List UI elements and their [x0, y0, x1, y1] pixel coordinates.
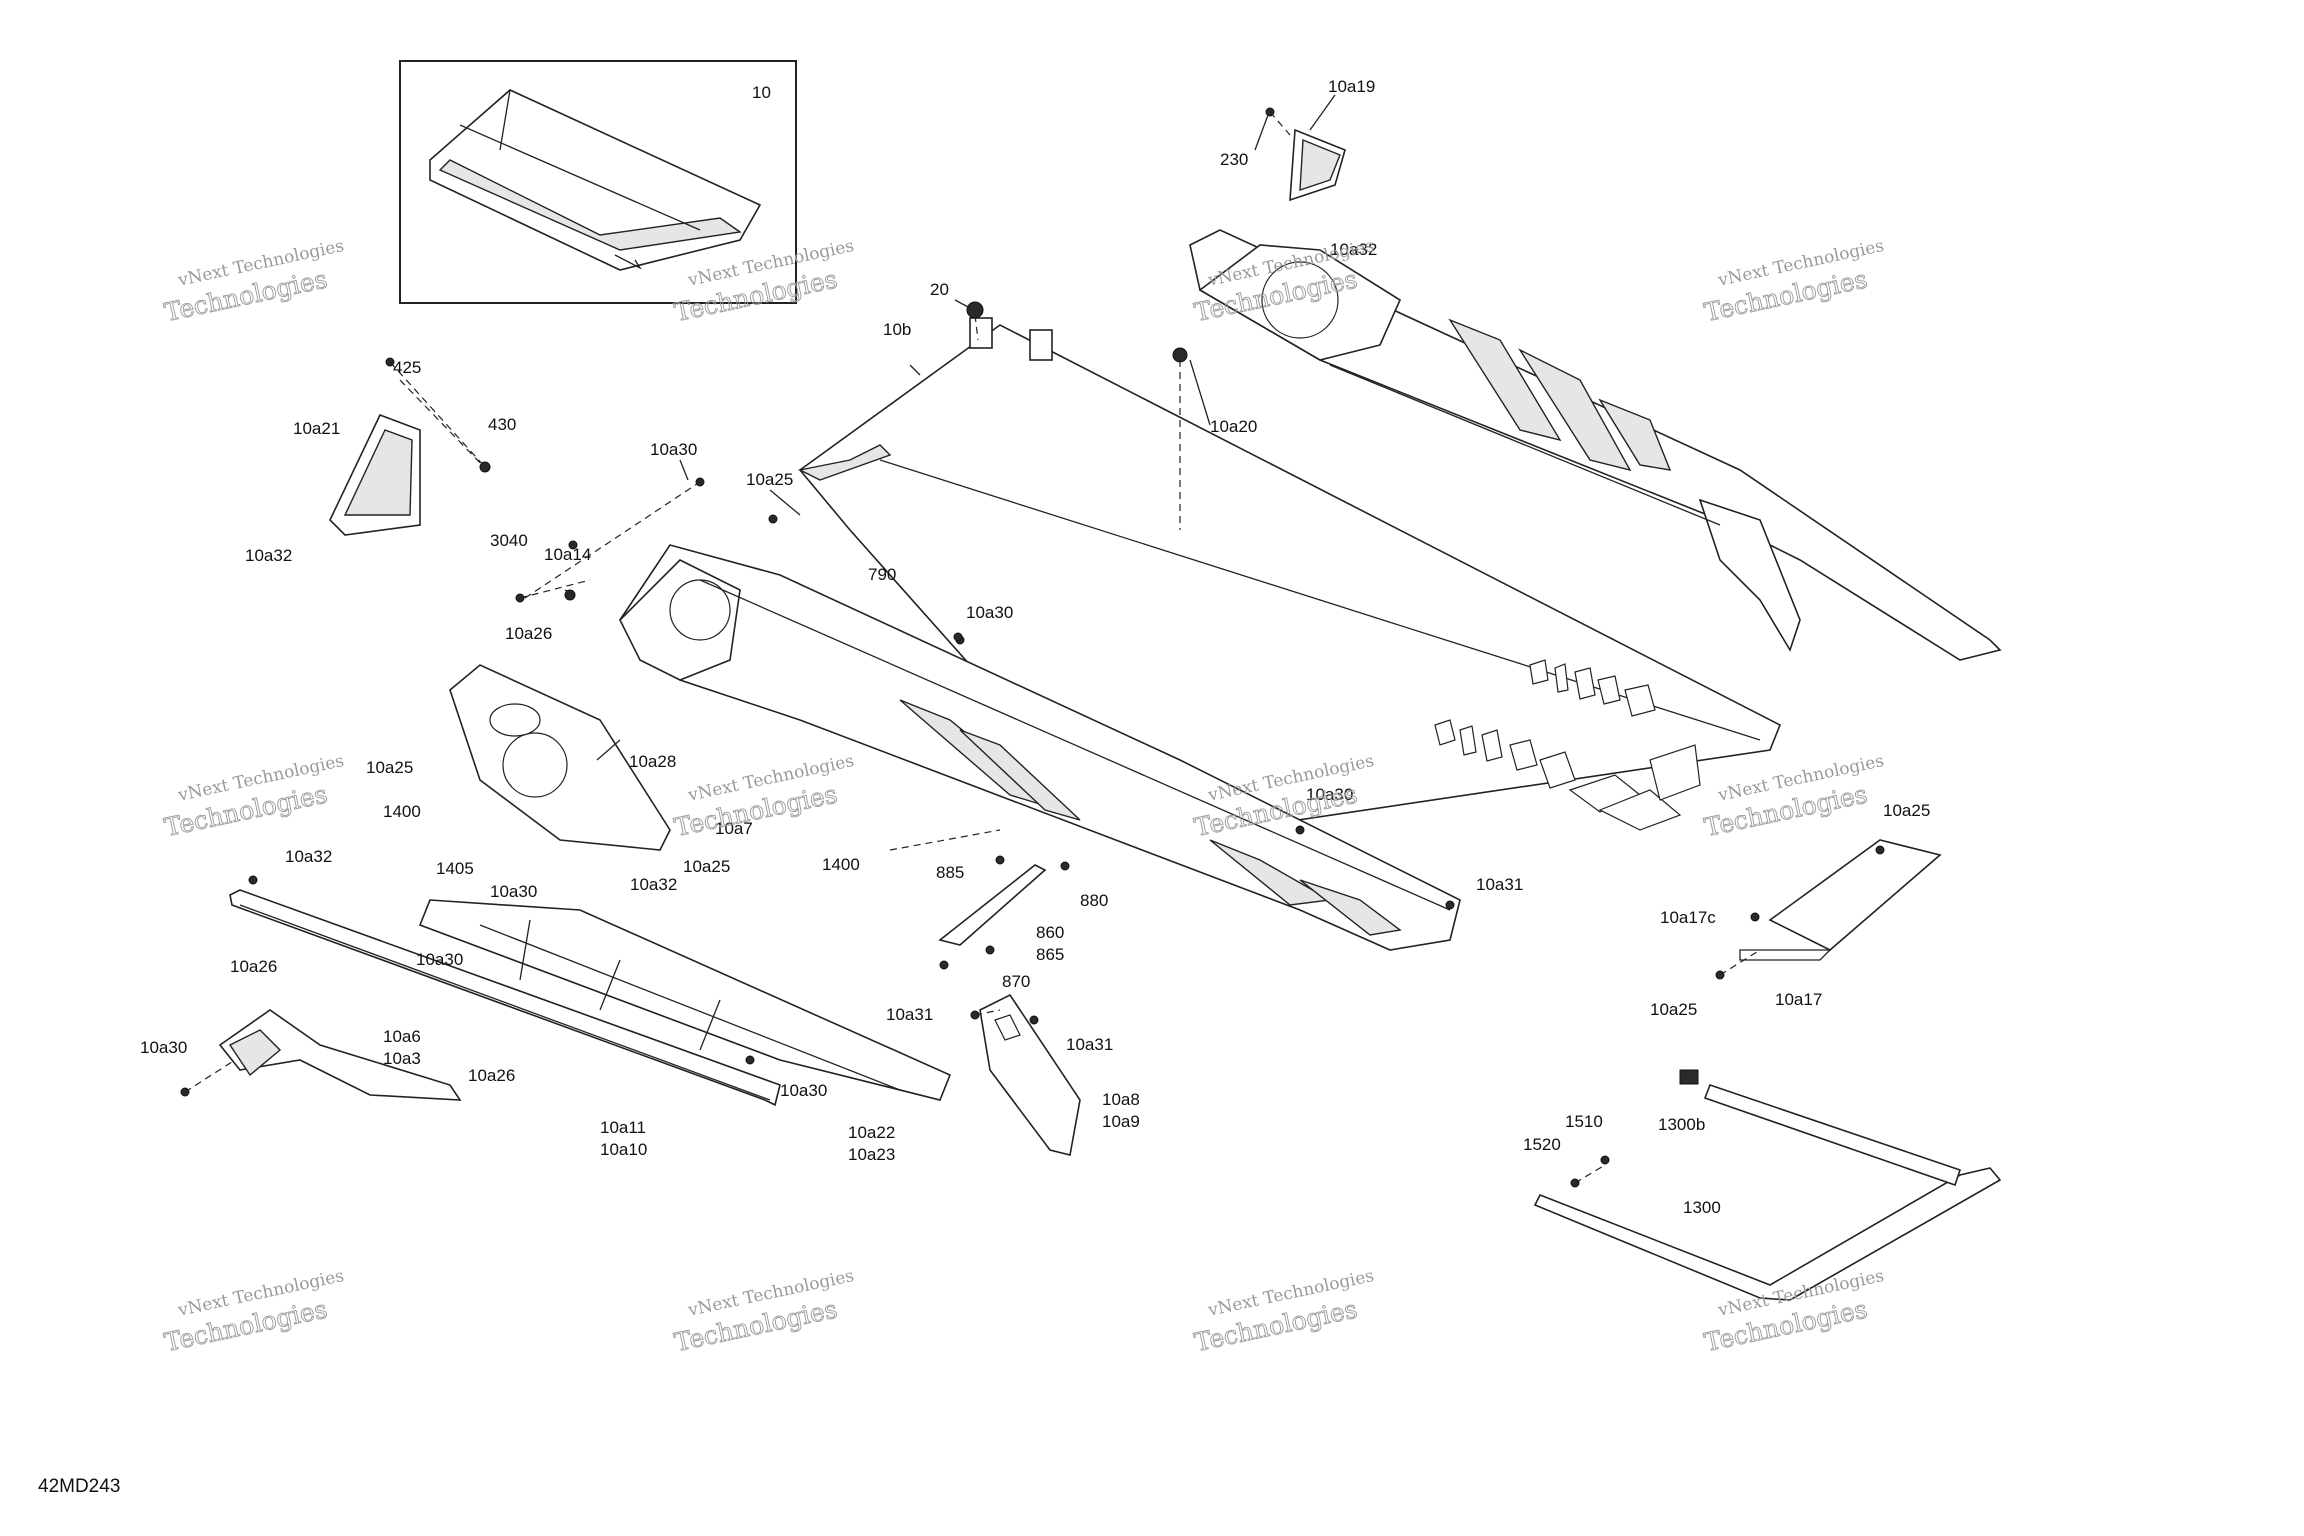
callout-label: 10a31	[886, 1005, 933, 1024]
left-side-rail	[618, 544, 1461, 951]
callout-label: 10a30	[966, 603, 1013, 622]
callout-label: 1400	[383, 802, 421, 821]
leader-lines	[564, 94, 1336, 761]
callout-label: 10a26	[468, 1066, 515, 1085]
front-left-plate	[449, 664, 671, 851]
callout-label: 430	[488, 415, 516, 434]
callout-label: 10a7	[715, 819, 753, 838]
callout-label: 10a32	[1330, 240, 1377, 259]
callout-label: 10a31	[1066, 1035, 1113, 1054]
callout-label: 10a23	[848, 1145, 895, 1164]
callout-label: 1400	[822, 855, 860, 874]
callout-label: 10a30	[650, 440, 697, 459]
diagram-code: 42MD243	[38, 1476, 120, 1497]
callout-label: 10a17c	[1660, 908, 1716, 927]
callout-label: 10a17	[1775, 990, 1822, 1009]
callout-label: 10a25	[1883, 801, 1930, 820]
callout-label: 1300	[1683, 1198, 1721, 1217]
callout-label: 10a30	[140, 1038, 187, 1057]
callout-label: 10a20	[1210, 417, 1257, 436]
callout-label: 3040	[490, 531, 528, 550]
callout-label: 790	[868, 565, 896, 584]
callout-label: 10	[752, 83, 771, 102]
callout-label: 870	[1002, 972, 1030, 991]
callout-label: 10a26	[230, 957, 277, 976]
small-plate	[938, 864, 1047, 946]
callout-label: 1405	[436, 859, 474, 878]
callout-labels: 10 10a19 230 10a32 20 10b 425 10a21 430 …	[140, 77, 1930, 1217]
callout-label: 860	[1036, 923, 1064, 942]
callout-label: 10a19	[1328, 77, 1375, 96]
callout-label: 425	[393, 358, 421, 377]
callout-label: 10a25	[746, 470, 793, 489]
callout-label: 10a32	[245, 546, 292, 565]
callout-label: 10a11	[600, 1118, 646, 1137]
side-panel-10a19	[1289, 128, 1346, 202]
callout-label: 10a25	[683, 857, 730, 876]
callout-label: 1510	[1565, 1112, 1603, 1131]
callout-label: 880	[1080, 891, 1108, 910]
rear-bracket	[979, 993, 1081, 1156]
callout-label: 10a30	[780, 1081, 827, 1100]
callout-label: 10a25	[366, 758, 413, 777]
callout-label: 865	[1036, 945, 1064, 964]
callout-label: 10b	[883, 320, 911, 339]
bottom-rail	[229, 889, 781, 1107]
callout-label: 10a30	[1306, 785, 1353, 804]
callout-label: 1520	[1523, 1135, 1561, 1154]
callout-label: 10a32	[630, 875, 677, 894]
callout-label: 230	[1220, 150, 1248, 169]
callout-label: 10a9	[1102, 1112, 1140, 1131]
callout-label: 10a26	[505, 624, 552, 643]
callout-label: 10a8	[1102, 1090, 1140, 1109]
right-side-rail	[1189, 229, 2002, 661]
callout-label: 10a6	[383, 1027, 421, 1046]
inset-assembly-view	[399, 60, 797, 304]
assembly-lines	[184, 111, 1761, 1184]
callout-label: 10a28	[629, 752, 676, 771]
side-panel-10a21	[329, 413, 421, 536]
callout-label: 10a21	[293, 419, 340, 438]
running-board-frame	[418, 899, 952, 1101]
callout-label: 20	[930, 280, 949, 299]
callout-label: 10a30	[490, 882, 537, 901]
callout-label: 10a31	[1476, 875, 1523, 894]
callout-label: 10a32	[285, 847, 332, 866]
callout-label: 10a22	[848, 1123, 895, 1142]
callout-label: 10a10	[600, 1140, 647, 1159]
callout-label: 10a14	[544, 545, 591, 564]
rear-bumper	[1533, 1069, 2002, 1301]
callout-label: 1300b	[1658, 1115, 1705, 1134]
rear-tray	[1739, 839, 1942, 961]
front-bracket	[218, 1009, 462, 1101]
callout-label: 10a3	[383, 1049, 421, 1068]
callout-label: 10a25	[1650, 1000, 1697, 1019]
callout-label: 885	[936, 863, 964, 882]
callout-label: 10a30	[416, 950, 463, 969]
